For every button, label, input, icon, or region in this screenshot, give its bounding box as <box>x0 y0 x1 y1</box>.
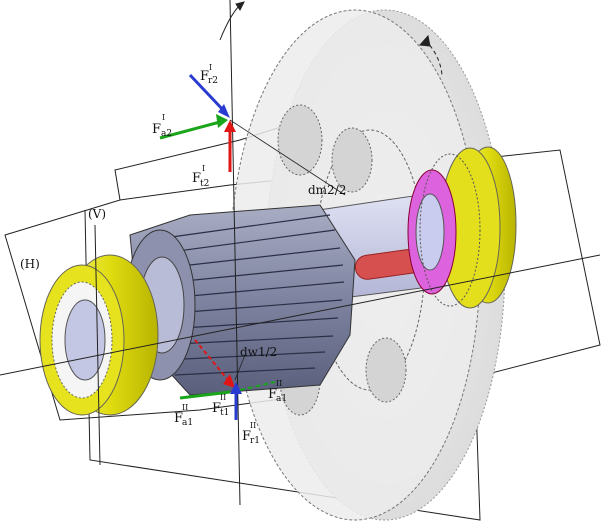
force-fa2-arrow <box>159 120 221 140</box>
pinion-gear <box>124 204 356 396</box>
svg-text:II: II <box>182 403 188 412</box>
wheel-hole <box>365 337 407 403</box>
svg-text:F: F <box>212 401 221 416</box>
force-arrows-upper <box>159 73 236 172</box>
svg-text:F: F <box>200 69 209 84</box>
svg-text:I: I <box>209 63 212 72</box>
svg-text:II: II <box>220 393 226 402</box>
left-bearing <box>39 254 159 416</box>
svg-text:F: F <box>174 411 183 426</box>
label-plane-h: (H) <box>20 257 40 271</box>
label-fr2: F I r2 <box>200 63 218 86</box>
label-fr1: F II r1 <box>242 421 260 446</box>
arrow-head <box>418 34 431 47</box>
force-fa1-right-arrow <box>239 381 276 391</box>
horizontal-plane-outline <box>4 149 601 421</box>
force-fr2-arrow <box>188 73 227 114</box>
arrow-head <box>235 1 245 11</box>
force-ft1-arrow <box>194 339 229 381</box>
svg-text:a1: a1 <box>276 394 287 404</box>
svg-text:F: F <box>152 122 161 137</box>
force-arrows-lower <box>179 339 276 420</box>
dimension-lines <box>229 119 346 381</box>
label-ft2: F I t2 <box>192 164 209 189</box>
label-plane-v: (V) <box>88 207 106 221</box>
label-dw1: dw1/2 <box>240 345 277 359</box>
label-dm2: dm2/2 <box>308 183 346 197</box>
label-ft1: F II t1 <box>212 393 229 418</box>
wheel-hole <box>331 127 373 193</box>
label-fa2: F I a2 <box>152 113 172 139</box>
svg-text:r1: r1 <box>250 436 260 446</box>
svg-text:II: II <box>250 421 256 430</box>
rotation-arrows <box>219 1 443 76</box>
force-fa1-left-arrow <box>179 390 231 400</box>
svg-text:t1: t1 <box>220 408 229 418</box>
label-fa1-right: F II a1 <box>268 379 287 404</box>
wheel-hole <box>277 104 323 176</box>
svg-text:F: F <box>242 429 251 444</box>
svg-text:r2: r2 <box>208 76 218 86</box>
svg-text:F: F <box>192 171 201 186</box>
axis-lines <box>0 0 601 506</box>
svg-text:t2: t2 <box>200 179 209 189</box>
svg-text:I: I <box>162 113 165 122</box>
right-bearing <box>407 146 517 309</box>
svg-text:F: F <box>268 387 277 402</box>
svg-text:II: II <box>276 379 282 388</box>
label-fa1-left: F II a1 <box>174 403 193 428</box>
svg-text:a2: a2 <box>161 129 172 139</box>
svg-text:a1: a1 <box>182 418 193 428</box>
svg-text:I: I <box>202 164 205 173</box>
labels: (V) (H) dm2/2 dw1/2 F I r2 F I a2 F I t2… <box>20 63 346 446</box>
